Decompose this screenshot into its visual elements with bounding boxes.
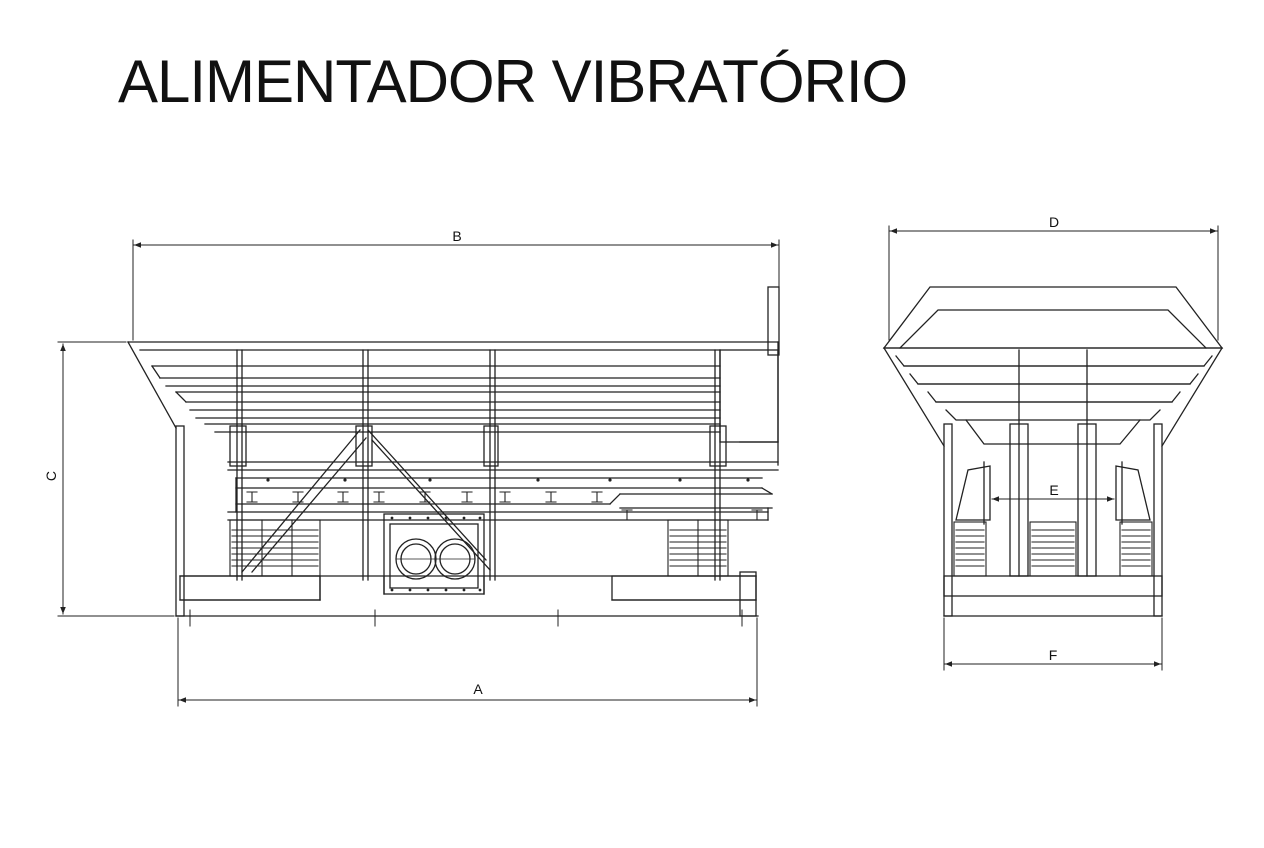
front-hopper (882, 286, 1224, 447)
dimension-b (132, 239, 780, 341)
dimension-d (888, 225, 1219, 341)
page-title: ALIMENTADOR VIBRATÓRIO (118, 48, 908, 115)
front-side-brackets (955, 461, 1151, 525)
side-truss (241, 429, 491, 573)
dimension-label-a: A (473, 681, 483, 697)
dimension-label-f: F (1049, 647, 1058, 663)
side-view (57, 239, 780, 707)
dimension-c (57, 341, 175, 617)
front-base (943, 575, 1163, 617)
side-hopper (127, 286, 780, 466)
front-view (882, 225, 1224, 671)
dimension-label-d: D (1049, 214, 1059, 230)
front-springs (953, 521, 1153, 577)
side-motor-box (383, 513, 485, 595)
side-base-frame (175, 571, 759, 617)
dimension-label-b: B (452, 228, 461, 244)
side-springs (229, 519, 729, 577)
dimension-label-c: C (43, 471, 59, 481)
dimension-f (943, 617, 1163, 671)
side-trough (227, 461, 779, 521)
dimension-a (177, 609, 758, 707)
dimension-label-e: E (1049, 482, 1058, 498)
